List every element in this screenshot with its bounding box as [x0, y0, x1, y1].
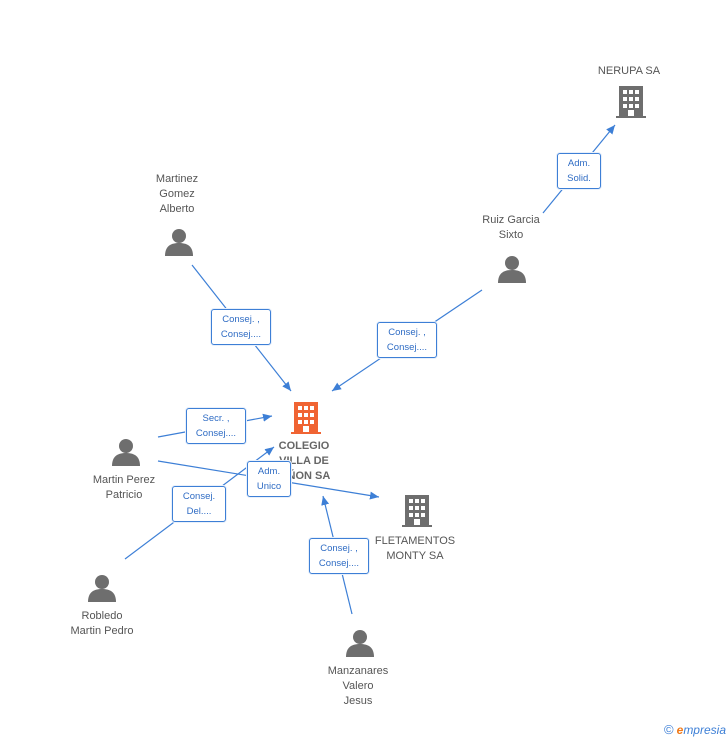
brand-logo: empresia: [676, 722, 726, 737]
node-label-martinez[interactable]: Martinez Gomez Alberto: [155, 173, 199, 215]
node-label-robledo[interactable]: Robledo Martin Pedro: [70, 610, 134, 637]
copyright-icon: ©: [664, 722, 674, 737]
edge-label-manzanares-colegio[interactable]: Consej. , Consej....: [309, 538, 369, 574]
edge-label-robledo-colegio[interactable]: Consej. Del....: [172, 486, 226, 522]
person-icon[interactable]: [346, 629, 374, 662]
footer-brand: © empresia: [664, 722, 726, 737]
node-label-martin-perez[interactable]: Martin Perez Patricio: [92, 474, 156, 501]
node-label-fletamentos[interactable]: FLETAMENTOS MONTY SA: [374, 535, 456, 562]
node-label-ruiz[interactable]: Ruiz Garcia Sixto: [482, 214, 540, 241]
person-icon[interactable]: [165, 228, 193, 261]
node-label-manzanares[interactable]: Manzanares Valero Jesus: [327, 665, 389, 707]
person-icon[interactable]: [112, 438, 140, 471]
building-icon[interactable]: [402, 495, 432, 532]
edge-label-martinez-colegio[interactable]: Consej. , Consej....: [211, 309, 271, 345]
building-icon[interactable]: [616, 86, 646, 123]
edge-label-ruiz-nerupa[interactable]: Adm. Solid.: [557, 153, 601, 189]
person-icon[interactable]: [498, 255, 526, 288]
node-label-nerupa[interactable]: NERUPA SA: [597, 65, 661, 77]
edge-label-martin-fletamentos[interactable]: Adm. Unico: [247, 461, 291, 497]
edge-label-ruiz-colegio[interactable]: Consej. , Consej....: [377, 322, 437, 358]
edge-label-martin-colegio[interactable]: Secr. , Consej....: [186, 408, 246, 444]
main-company-building-icon[interactable]: [291, 402, 321, 439]
person-icon[interactable]: [88, 574, 116, 607]
